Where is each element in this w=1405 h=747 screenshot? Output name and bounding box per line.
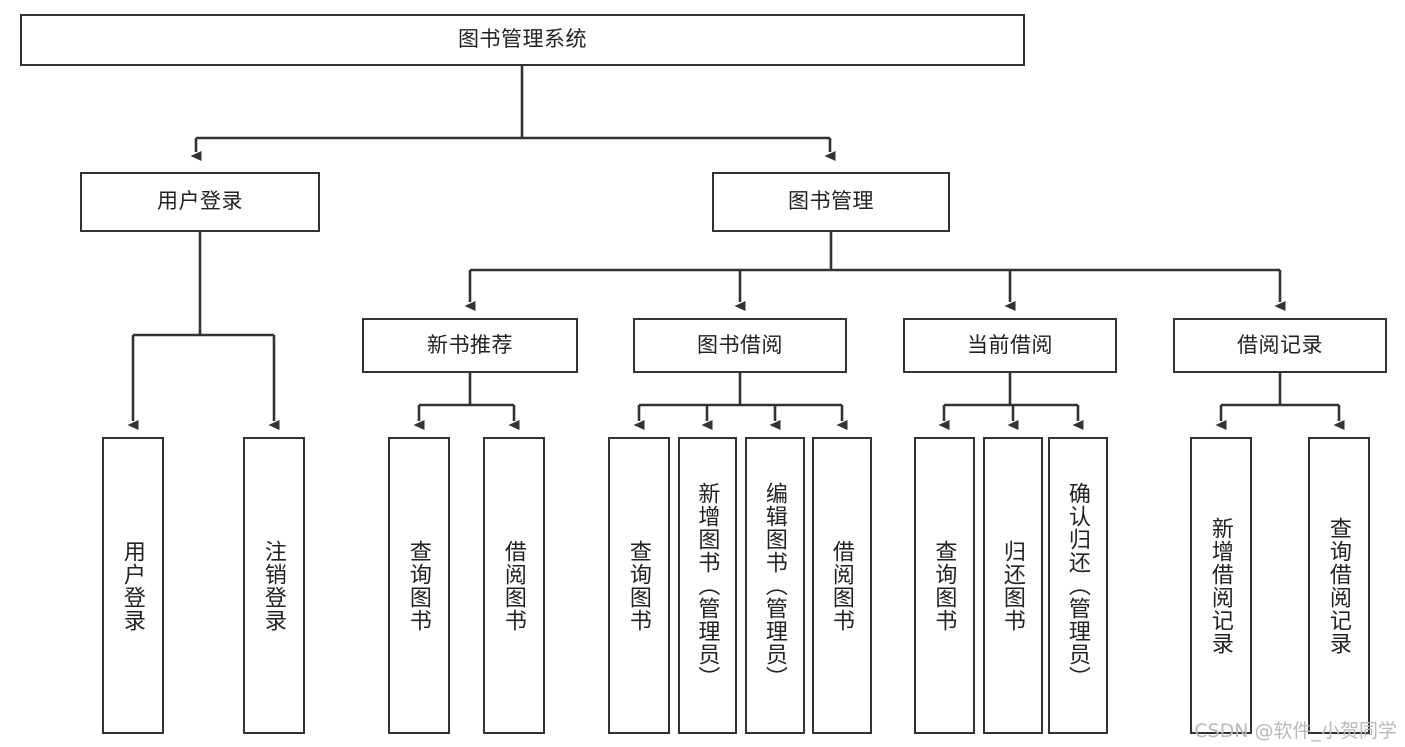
node-book-manage-label: 图书管理: [788, 190, 874, 214]
node-user-login-label: 用户登录: [157, 190, 243, 214]
node-leaf-edit-book[interactable]: 编辑图书（管理员）: [745, 437, 805, 734]
node-leaf-borrow-book-br[interactable]: 借阅图书: [812, 437, 872, 734]
node-borrow-record[interactable]: 借阅记录: [1173, 318, 1387, 373]
node-root[interactable]: 图书管理系统: [20, 14, 1025, 66]
node-leaf-query-book-cb-label: 查询图书: [932, 539, 958, 632]
node-leaf-logout-label: 注销登录: [261, 539, 287, 632]
node-leaf-add-record[interactable]: 新增借阅记录: [1190, 437, 1252, 734]
node-current-borrow-label: 当前借阅: [967, 333, 1053, 357]
node-book-borrow-label: 图书借阅: [697, 333, 783, 357]
node-leaf-edit-book-label: 编辑图书（管理员）: [762, 482, 788, 689]
node-leaf-query-book-br[interactable]: 查询图书: [608, 437, 670, 734]
node-leaf-query-book-br-label: 查询图书: [626, 539, 652, 632]
node-book-manage[interactable]: 图书管理: [712, 172, 950, 232]
node-leaf-query-book-rec[interactable]: 查询图书: [388, 437, 450, 734]
node-leaf-add-record-label: 新增借阅记录: [1208, 516, 1234, 655]
node-leaf-borrow-book-rec[interactable]: 借阅图书: [483, 437, 545, 734]
node-leaf-user-login-label: 用户登录: [120, 539, 146, 632]
watermark-text: CSDN @软件_小贺同学: [1194, 720, 1397, 742]
node-new-book-rec-label: 新书推荐: [427, 333, 513, 357]
node-leaf-confirm-return[interactable]: 确认归还（管理员）: [1048, 437, 1108, 734]
node-leaf-user-login[interactable]: 用户登录: [102, 437, 164, 734]
node-root-label: 图书管理系统: [458, 28, 587, 52]
node-new-book-rec[interactable]: 新书推荐: [362, 318, 578, 373]
node-leaf-query-book-cb[interactable]: 查询图书: [914, 437, 975, 734]
node-leaf-query-record-label: 查询借阅记录: [1326, 516, 1352, 655]
node-leaf-return-book-label: 归还图书: [1000, 539, 1026, 632]
node-leaf-add-book[interactable]: 新增图书（管理员）: [678, 437, 737, 734]
node-user-login[interactable]: 用户登录: [80, 172, 320, 232]
node-leaf-query-book-rec-label: 查询图书: [406, 539, 432, 632]
node-leaf-confirm-return-label: 确认归还（管理员）: [1065, 482, 1091, 689]
node-leaf-query-record[interactable]: 查询借阅记录: [1308, 437, 1370, 734]
node-current-borrow[interactable]: 当前借阅: [903, 318, 1117, 373]
node-borrow-record-label: 借阅记录: [1237, 333, 1323, 357]
node-leaf-logout[interactable]: 注销登录: [243, 437, 305, 734]
node-leaf-add-book-label: 新增图书（管理员）: [695, 482, 721, 689]
node-leaf-borrow-book-br-label: 借阅图书: [829, 539, 855, 632]
node-leaf-return-book[interactable]: 归还图书: [983, 437, 1043, 734]
node-book-borrow[interactable]: 图书借阅: [633, 318, 847, 373]
node-leaf-borrow-book-rec-label: 借阅图书: [501, 539, 527, 632]
